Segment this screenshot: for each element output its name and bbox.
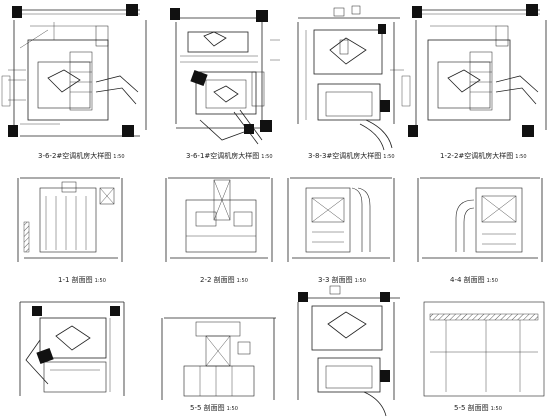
section-view-3-3 [287, 177, 395, 262]
caption-title: 3-3 剖面图 [318, 276, 353, 284]
section-view-4-4 [417, 177, 543, 262]
plan-view-6 [297, 285, 400, 417]
caption-scale: 1:50 [226, 406, 238, 412]
caption-scale: 1:50 [113, 154, 125, 160]
section-view-1-1 [17, 177, 123, 262]
plan-view-3 [297, 5, 404, 151]
section-view-5-5 [161, 317, 276, 400]
caption-title: 3-6-2#空调机房大样图 [38, 152, 112, 160]
caption-scale: 1:50 [354, 278, 366, 284]
plan-view-4 [401, 9, 547, 130]
caption-title: 4-4 剖面图 [450, 276, 485, 284]
caption-title: 1-2-2#空调机房大样图 [440, 152, 514, 160]
caption-title: 1-1 剖面图 [58, 276, 93, 284]
caption-scale: 1:50 [515, 154, 527, 160]
plan-view-1 [1, 9, 147, 137]
caption-scale: 1:50 [94, 278, 106, 284]
caption-title: 5-5 剖面图 [190, 404, 225, 412]
caption-scale: 1:50 [490, 406, 502, 412]
section-view-5-5b [423, 301, 545, 397]
caption-title: 3-8-3#空调机房大样图 [308, 152, 382, 160]
caption-scale: 1:50 [261, 154, 273, 160]
plan-view-5 [19, 301, 125, 396]
section-view-2-2 [165, 177, 273, 262]
caption-scale: 1:50 [486, 278, 498, 284]
caption-scale: 1:50 [236, 278, 248, 284]
caption-scale: 1:50 [383, 154, 395, 160]
caption-title: 2-2 剖面图 [200, 276, 235, 284]
caption-title: 5-5 剖面图 [454, 404, 489, 412]
caption-title: 3-6-1#空调机房大样图 [186, 152, 260, 160]
